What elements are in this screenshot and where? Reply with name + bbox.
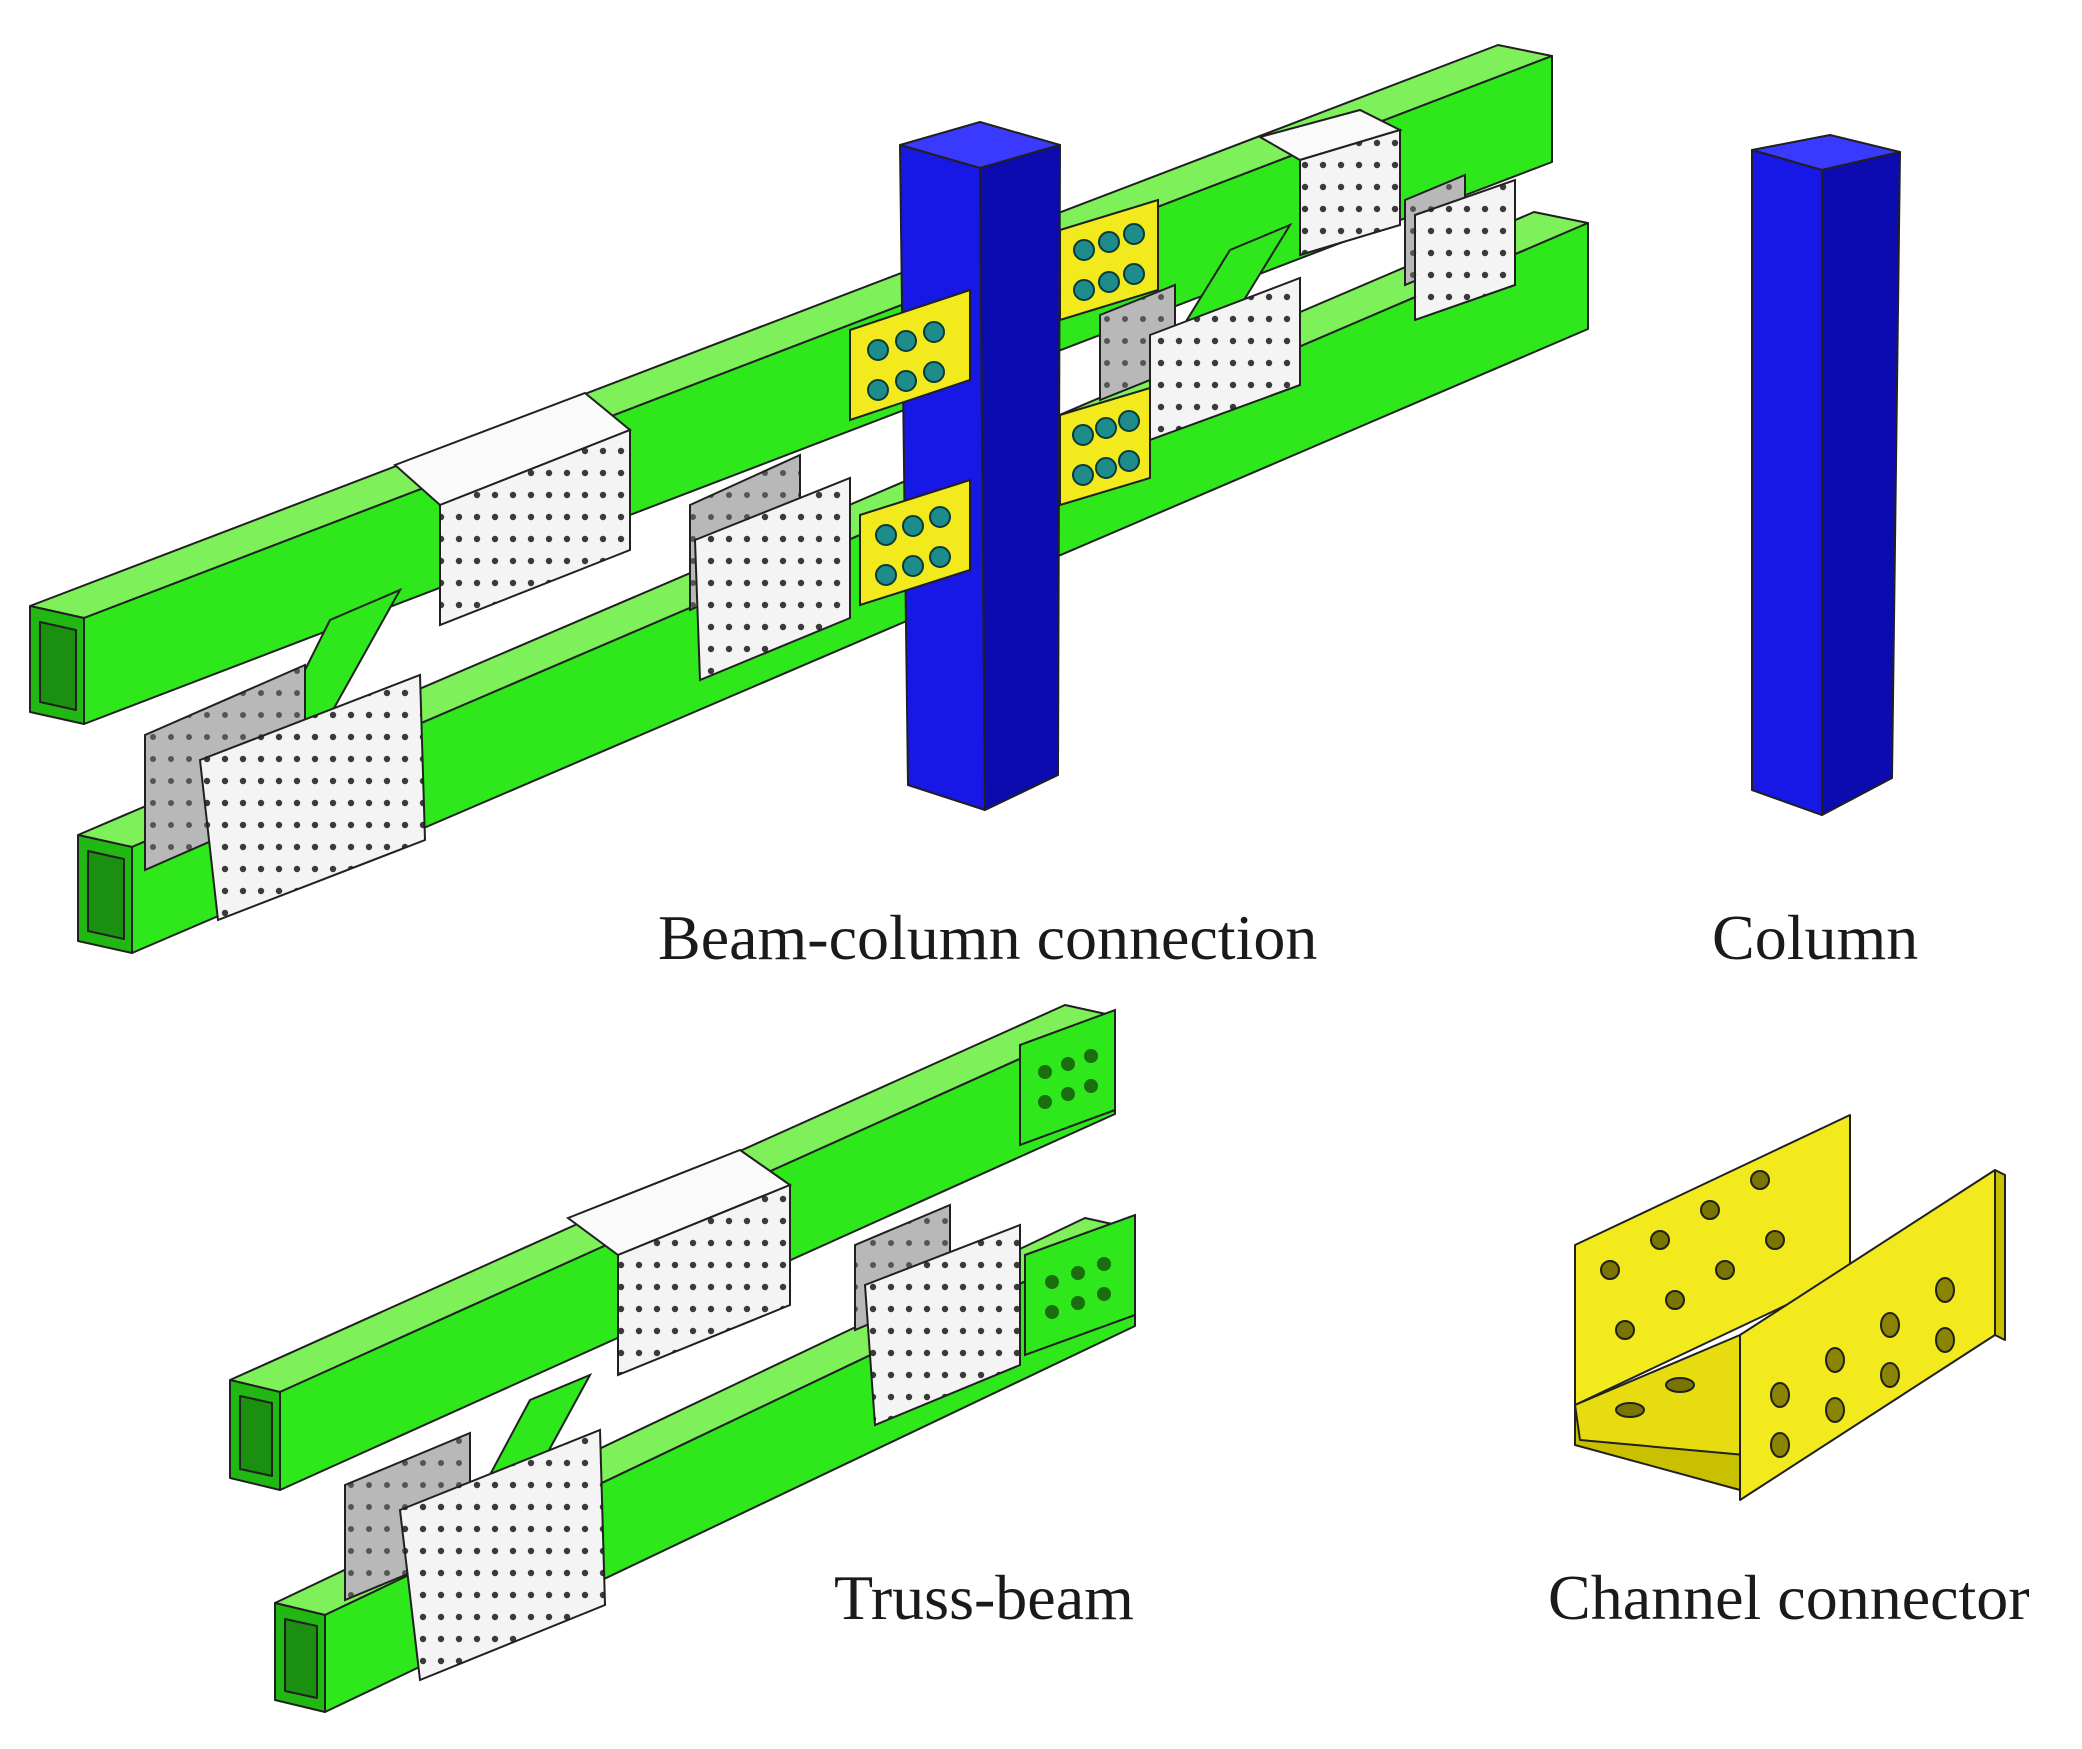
end-connector-plate xyxy=(1024,1213,1136,1357)
connector-plate xyxy=(849,288,971,422)
caption-column: Column xyxy=(1712,902,1919,973)
connector-plate xyxy=(859,478,971,607)
caption-beam-column-connection: Beam-column connection xyxy=(658,902,1318,973)
connector-plate xyxy=(1059,386,1151,507)
beam-column-assembly-icon xyxy=(29,44,1589,954)
caption-truss-beam: Truss-beam xyxy=(834,1562,1134,1633)
splice-plate xyxy=(398,1428,607,1682)
splice-plate xyxy=(439,428,631,627)
channel-connector-icon xyxy=(1574,1114,2006,1501)
splice-plate xyxy=(617,1183,791,1377)
splice-plate xyxy=(863,1223,1021,1427)
splice-plate xyxy=(198,673,427,922)
caption-channel-connector: Channel connector xyxy=(1548,1562,2030,1633)
splice-plate xyxy=(1299,128,1401,257)
splice-plate xyxy=(1414,178,1516,322)
end-connector-plate xyxy=(1019,1008,1116,1147)
column-icon xyxy=(1751,134,1901,816)
connector-plate xyxy=(1059,198,1159,322)
column-in-assembly xyxy=(899,121,1061,811)
splice-plate xyxy=(693,476,851,682)
truss-beam-icon xyxy=(229,1004,1136,1713)
